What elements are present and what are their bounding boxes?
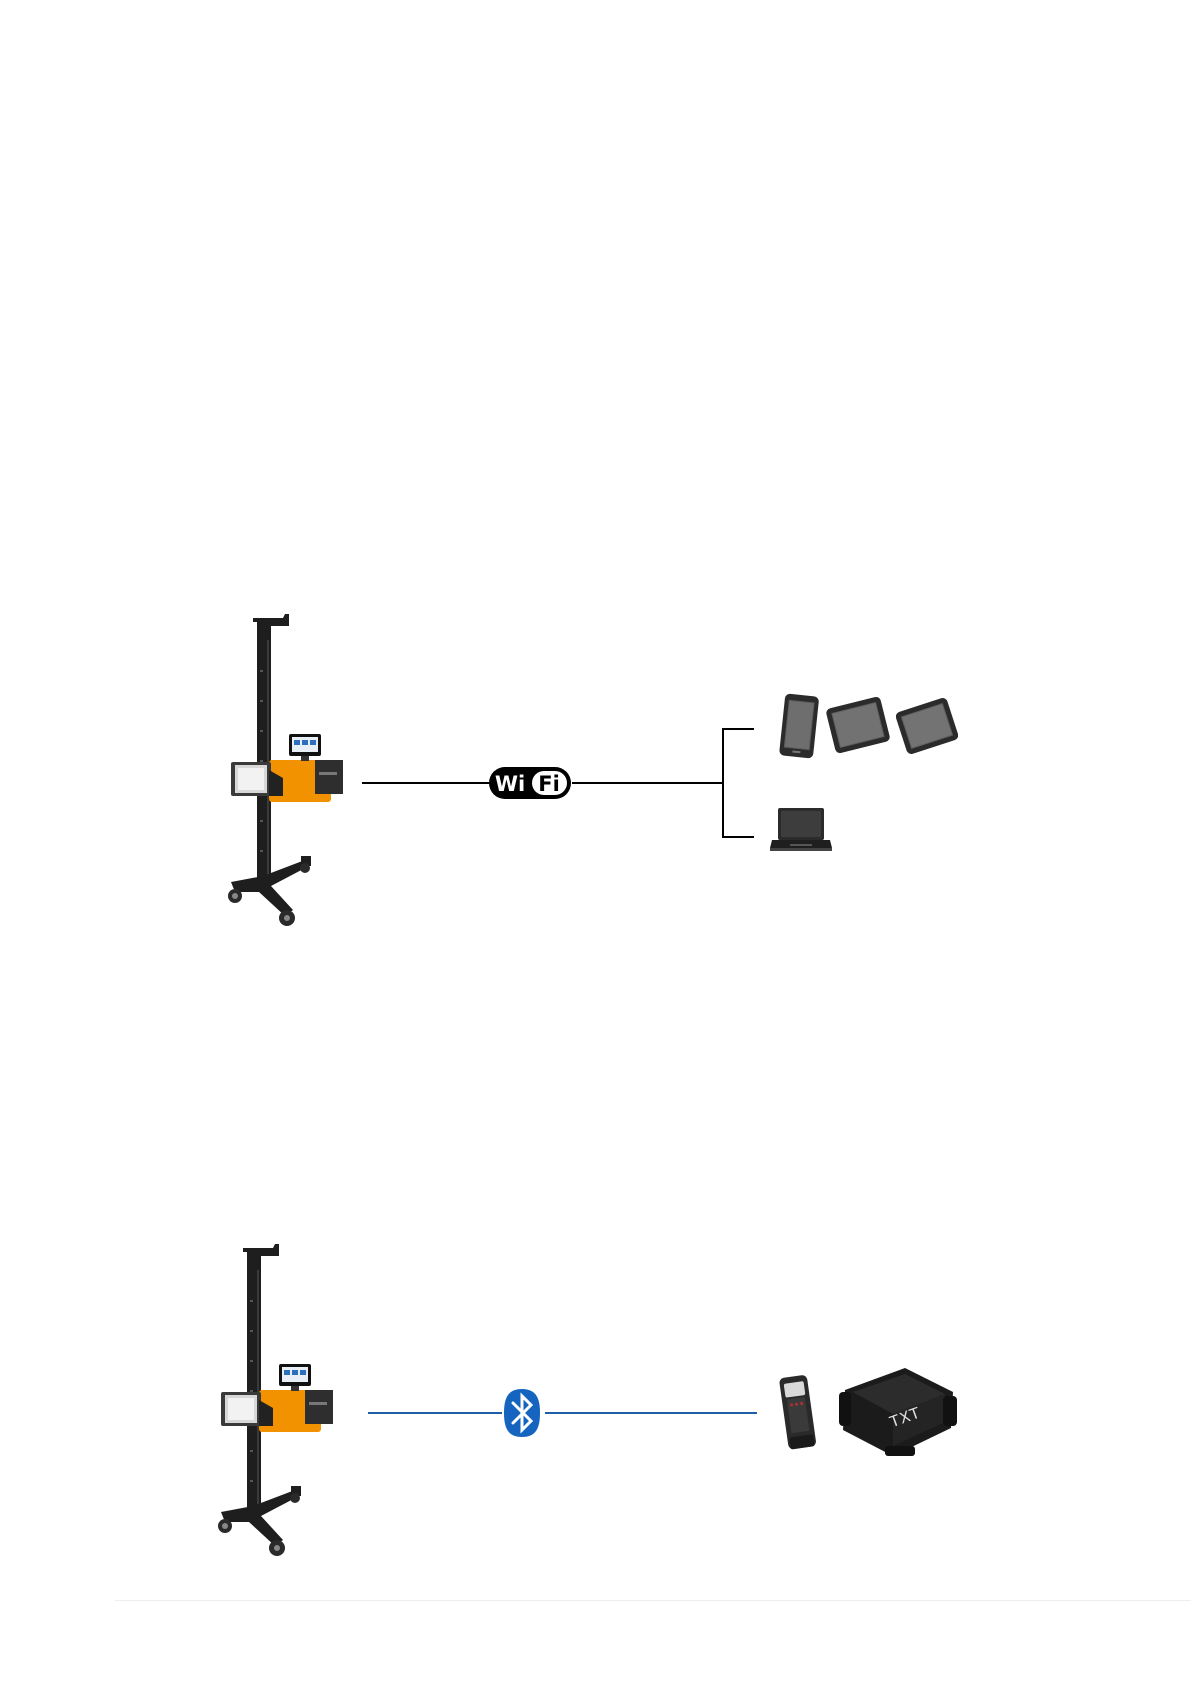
wifi-logo-text-fi: Fi [538,772,560,796]
headlight-tester-stand-icon [225,610,365,930]
vci-dongle-icon [774,1372,824,1456]
wifi-connection-line-right [572,782,723,784]
page-footer-rule [115,1600,1191,1601]
wifi-bracket [722,728,754,838]
wifi-connection-line-left [362,782,490,784]
headlight-tester-stand-icon [215,1240,355,1560]
bluetooth-connection-line-right [545,1412,757,1414]
bluetooth-logo-icon [502,1388,542,1438]
vci-box-icon: TXT [835,1362,961,1462]
rugged-tablet-landscape-icon [826,692,890,758]
laptop-icon [768,806,834,854]
rugged-tablet-landscape-icon [896,692,958,760]
wifi-logo-text-wi: Wi [495,772,525,796]
wifi-logo-icon: Wi Fi [488,766,572,800]
bluetooth-connection-line-left [368,1412,502,1414]
rugged-tablet-portrait-icon [776,692,822,762]
